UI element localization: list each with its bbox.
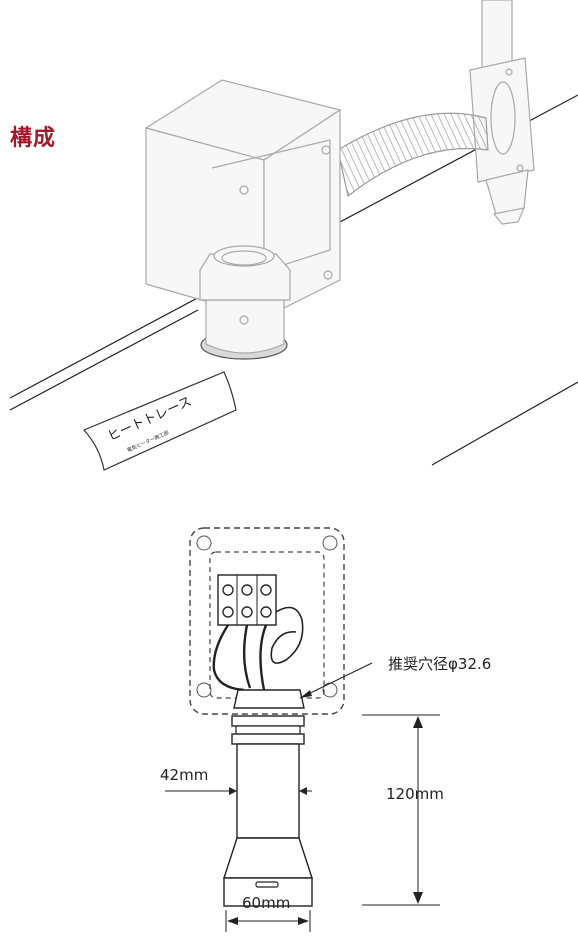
- box-corner-hole-br: [322, 682, 338, 698]
- box-screw-2: [321, 145, 331, 155]
- wire-2: [242, 624, 252, 689]
- box-screw-3: [323, 270, 333, 280]
- terminal-screw-5: [241, 606, 253, 618]
- box-corner-hole-tr: [322, 535, 338, 551]
- wire-loop: [270, 606, 304, 664]
- connector-slot: [255, 881, 279, 888]
- terminal-screw-6: [260, 606, 272, 618]
- section-title: 構成: [10, 126, 57, 151]
- dimension-lines: [165, 662, 440, 932]
- pipe-bottom-edge-right: [431, 381, 578, 466]
- gland-body: [205, 299, 285, 354]
- width-60-label: 60mm: [242, 894, 290, 912]
- wire-1: [212, 624, 245, 692]
- box-screw-1: [239, 185, 249, 195]
- tee-screw-top: [505, 68, 513, 76]
- flexible-conduit: [337, 112, 489, 198]
- connector-ring-2: [235, 725, 301, 735]
- box-front-view: [189, 527, 345, 715]
- terminal-screw-3: [260, 584, 272, 596]
- terminal-screw-4: [222, 606, 234, 618]
- height-120-label: 120mm: [386, 785, 444, 803]
- pipe-bottom-edge-left: [9, 309, 199, 411]
- tee-screw-bottom: [516, 164, 524, 172]
- vertical-pipe: [469, 0, 535, 225]
- connector-ring-1: [231, 715, 305, 727]
- gland-opening: [221, 250, 267, 266]
- wire-3: [259, 624, 268, 691]
- terminal-block: [217, 574, 277, 626]
- terminal-screw-2: [241, 584, 253, 596]
- gland-fitting: [199, 245, 291, 360]
- connector-flare: [223, 837, 313, 879]
- gland-nut: [199, 253, 291, 301]
- heat-trace-tag: ヒートトレース 電気ヒーター施工部: [82, 371, 237, 471]
- tee-opening: [490, 81, 516, 155]
- box-corner-hole-tl: [196, 535, 212, 551]
- connector-ring-3: [231, 733, 305, 745]
- wiring: [212, 606, 304, 692]
- connector-shaft: [236, 743, 300, 839]
- terminal-screw-1: [222, 584, 234, 596]
- tag-outline: [82, 371, 237, 471]
- gland-top-ring: [213, 245, 275, 267]
- heater-connector: [223, 715, 313, 907]
- width-42-label: 42mm: [160, 766, 208, 784]
- gland-screw: [239, 315, 249, 325]
- hole-leader-arrow: [300, 690, 312, 698]
- box-inner-dashed: [209, 551, 325, 699]
- tee-outlet-tip: [492, 207, 526, 225]
- box-corner-hole-bl: [196, 682, 212, 698]
- hole-leader-line: [299, 662, 373, 699]
- hole-diameter-label: 推奨穴径φ32.6: [388, 655, 491, 673]
- box-outline-dashed: [189, 527, 345, 715]
- conduit-body: [337, 112, 489, 198]
- gland-section: [233, 689, 305, 709]
